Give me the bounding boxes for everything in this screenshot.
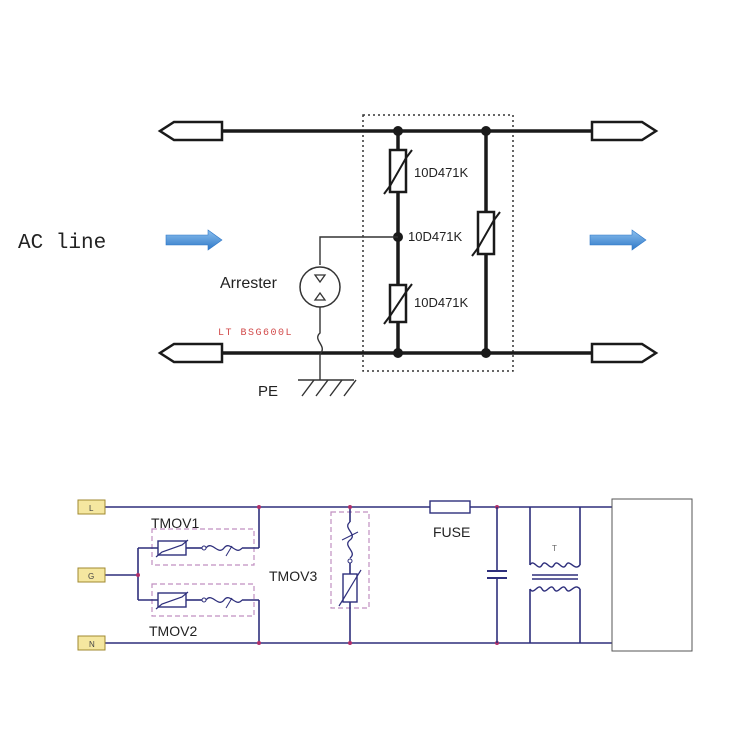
tmov3-label: TMOV3: [269, 568, 317, 584]
tmov1-label: TMOV1: [151, 515, 199, 531]
varistor-label: 10D471K: [414, 295, 469, 310]
capacitor: [487, 507, 507, 643]
junction-dot: [481, 126, 491, 136]
load-box: [611, 498, 693, 652]
tmov1: [155, 539, 259, 558]
fuse: [429, 500, 471, 514]
input-arrow-icon: [165, 229, 223, 251]
svg-text:G: G: [88, 572, 94, 581]
junction-dot: [481, 348, 491, 358]
arrester-part-label: LT BSG600L: [218, 328, 293, 339]
ac-line-label: AC line: [18, 232, 106, 255]
junction-dot: [257, 641, 261, 645]
tmov1-box: [151, 528, 255, 566]
junction-dot: [136, 573, 140, 577]
fuse-label: FUSE: [433, 524, 470, 540]
varistor-lower: [383, 283, 413, 325]
svg-text:L: L: [89, 504, 94, 513]
varistor-right: [471, 210, 501, 257]
terminal-n: N: [77, 635, 106, 651]
junction-dot: [257, 505, 261, 509]
junction-dot: [348, 505, 352, 509]
output-arrow-icon: [589, 229, 647, 251]
junction-dot: [348, 641, 352, 645]
terminal-g: G: [77, 567, 106, 583]
terminal-l: L: [77, 499, 106, 515]
terminal-right-top: [590, 120, 659, 142]
terminal-left-top: [157, 120, 224, 142]
tmov2: [155, 591, 259, 610]
protection-module-box: [362, 114, 514, 372]
ground-icon: [298, 379, 357, 397]
arrester: [299, 266, 341, 308]
varistor-upper: [383, 148, 413, 195]
tmov3: [338, 507, 362, 643]
junction-dot: [393, 348, 403, 358]
junction-dot: [393, 126, 403, 136]
tmov2-label: TMOV2: [149, 623, 197, 639]
svg-text:N: N: [89, 640, 95, 649]
varistor-label: 10D471K: [408, 229, 463, 244]
arrester-label: Arrester: [220, 275, 278, 292]
transformer: [529, 507, 581, 643]
top-circuit: 10D471K 10D471K 10D471K Arrester LT BSG6…: [18, 114, 659, 400]
varistor-label: 10D471K: [414, 165, 469, 180]
terminal-right-bottom: [590, 342, 659, 364]
terminal-left-bottom: [157, 342, 224, 364]
transformer-label: T: [552, 544, 557, 553]
pe-label: PE: [258, 383, 278, 400]
bottom-circuit: L G N: [77, 498, 693, 652]
